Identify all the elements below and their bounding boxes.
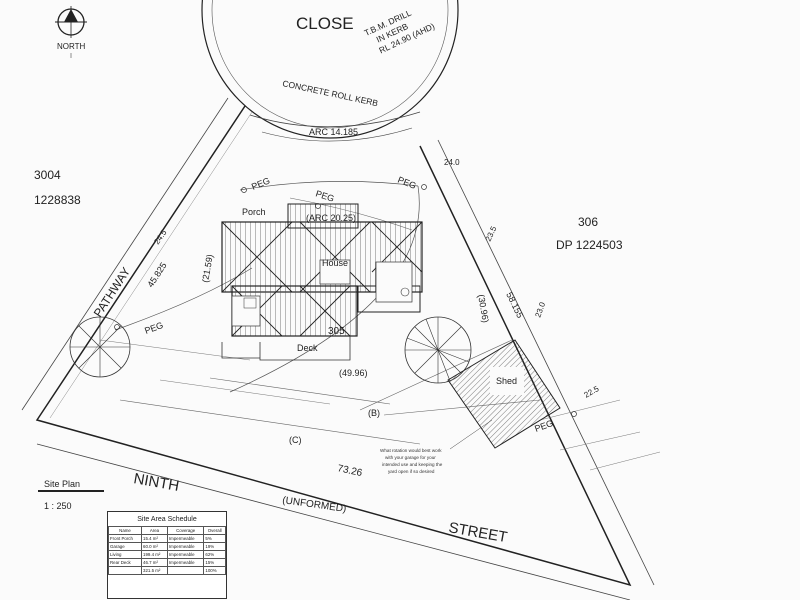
dim-30-96: (30.96) xyxy=(476,294,491,324)
dim-45-825: 45.825 xyxy=(145,261,168,290)
table-row: Garage 60.0 m² Impermeable 19% xyxy=(108,542,226,551)
cul-de-sac xyxy=(201,0,459,142)
note-line-4: yard open if so desired xyxy=(388,469,435,474)
deck-label: Deck xyxy=(297,343,318,353)
lot-right-dp: DP 1224503 xyxy=(556,238,623,252)
site-area-schedule: Site Area Schedule Name Area Coverage Ov… xyxy=(107,511,227,599)
tree-icon xyxy=(404,316,472,384)
dim-24-5: 24.5 xyxy=(152,228,169,246)
site-plan-scale: 1 : 250 xyxy=(44,501,72,511)
lot-left-dp: 1228838 xyxy=(34,193,81,207)
house-footprint xyxy=(221,203,423,337)
dim-73-26: 73.26 xyxy=(336,463,363,479)
note-line-1: What rotation would best work xyxy=(380,448,442,453)
dim-arc-inner: (ARC 20.25) xyxy=(306,213,356,223)
shed xyxy=(447,339,561,449)
lot-left-number: 3004 xyxy=(34,168,61,182)
dim-24-0: 24.0 xyxy=(444,158,460,167)
table-row: Front Porch 15.4 m² Impermeable 5% xyxy=(108,534,226,543)
dim-23-0: 23.0 xyxy=(533,300,547,318)
table-header-row: Name Area Coverage Overall xyxy=(108,526,226,535)
dim-23-5: 23.5 xyxy=(484,224,499,242)
house-label: House xyxy=(322,258,348,268)
schedule-title: Site Area Schedule xyxy=(137,516,197,523)
dim-58-155: 58.155 xyxy=(504,290,525,319)
dim-22-5: 22.5 xyxy=(583,384,601,400)
table-row: Living 199.4 m² Impermeable 62% xyxy=(108,550,226,559)
street-bottom-word1: NINTH xyxy=(132,470,180,495)
porch-label: Porch xyxy=(242,207,266,217)
table-total-row: 321.5 m² 100% xyxy=(108,566,226,575)
label-b: (B) xyxy=(368,408,380,418)
table-row: Rear Deck 46.7 m² Impermeable 15% xyxy=(108,558,226,567)
deck-outline xyxy=(221,336,351,361)
street-top-name: CLOSE xyxy=(296,14,354,33)
site-plan-title: Site Plan xyxy=(44,479,80,489)
dim-21-59: (21.59) xyxy=(200,254,215,284)
north-label: NORTH xyxy=(57,42,86,51)
lot-right-number: 306 xyxy=(578,215,598,229)
peg-marker-icon xyxy=(114,184,577,417)
peg-label: PEG xyxy=(250,175,271,191)
schedule-table: Name Area Coverage Overall Front Porch 1… xyxy=(108,526,226,575)
shed-label: Shed xyxy=(496,376,517,386)
note-line-3: intended use and keeping the xyxy=(382,462,443,467)
north-arrow-icon xyxy=(55,6,87,38)
peg-label: PEG xyxy=(314,188,335,203)
label-c: (C) xyxy=(289,435,302,445)
unformed-label: (UNFORMED) xyxy=(282,495,347,515)
peg-label: PEG xyxy=(396,175,417,191)
kerb-label: CONCRETE ROLL KERB xyxy=(282,78,380,108)
dim-arc-outer: ARC 14.185 xyxy=(309,127,358,137)
note-line-2: with your garage for your xyxy=(385,455,436,460)
tree-icon xyxy=(69,316,131,378)
dim-305: 305 xyxy=(328,326,345,337)
dim-49-96: (49.96) xyxy=(339,368,368,378)
road-lines xyxy=(36,339,661,600)
peg-label: PEG xyxy=(143,320,164,336)
